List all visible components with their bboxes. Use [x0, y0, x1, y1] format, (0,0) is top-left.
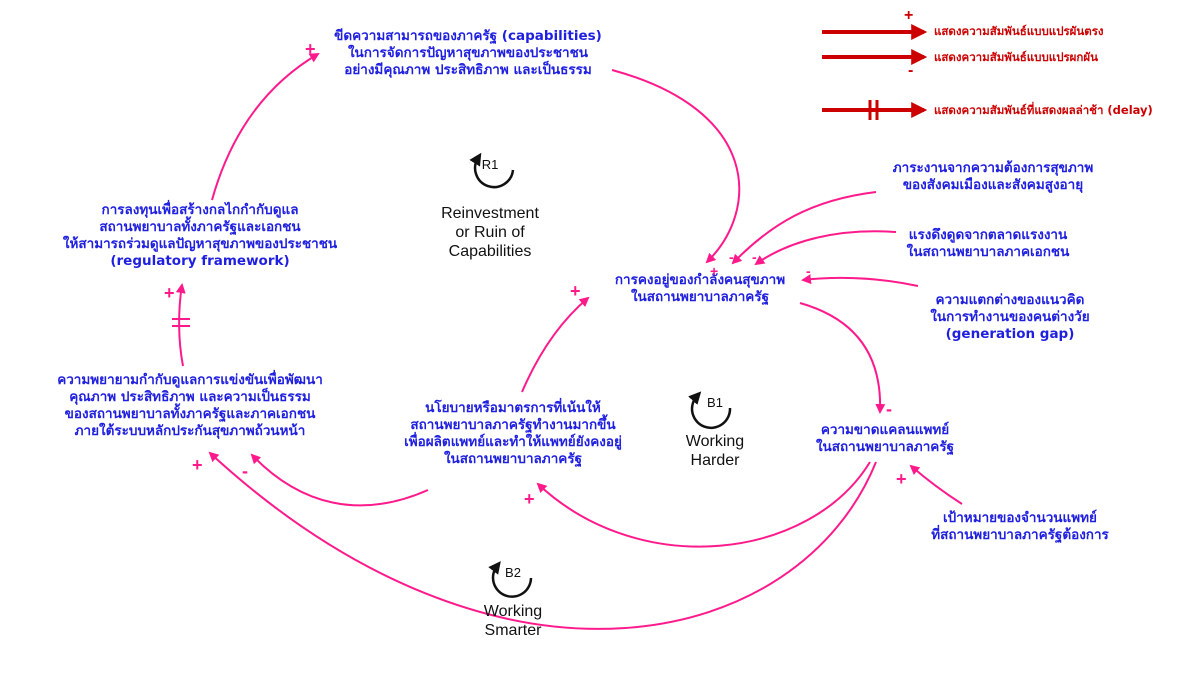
polarity-regulatory-capabilities: + [305, 39, 316, 59]
node-line: เป้าหมายของจำนวนแพทย์ [943, 510, 1097, 526]
node-line: สถานพยาบาลทั้งภาครัฐและเอกชน [99, 219, 301, 235]
link-private-pull-to-retention [754, 230, 897, 266]
legend-positive-label: แสดงความสัมพันธ์แบบแปรผันตรง [934, 24, 1104, 38]
link-target-to-shortage [909, 464, 963, 505]
legend-negative-sign: - [908, 62, 914, 79]
node-line: ความแตกต่างของแนวคิด [935, 292, 1085, 308]
loop-r1-id: R1 [481, 157, 499, 172]
node-line: การลงทุนเพื่อสร้างกลไกกำกับดูแล [101, 202, 299, 218]
legend-negative-label: แสดงความสัมพันธ์แบบแปรผกผัน [934, 50, 1098, 64]
node-line: ภายใต้ระบบหลักประกันสุขภาพถ้วนหน้า [74, 423, 306, 439]
polarity-competition-regulatory: + [164, 283, 175, 303]
node-shortage: ความขาดแคลนแพทย์ ในสถานพยาบาลภาครัฐ [790, 422, 980, 456]
node-workload: ภาระงานจากความต้องการสุขภาพ ของสังคมเมือ… [868, 160, 1118, 194]
polarity-policy-competition: - [242, 461, 248, 481]
link-policy-to-retention [521, 296, 590, 393]
loop-r1-glyph: R1 [467, 144, 513, 190]
node-line: ของสถานพยาบาลทั้งภาครัฐและภาคเอกชน [64, 406, 316, 422]
loop-r1-name: Capabilities [448, 243, 532, 260]
node-line: อย่างมีคุณภาพ ประสิทธิภาพ และเป็นธรรม [344, 62, 592, 78]
link-shortage-to-competition [208, 451, 877, 630]
node-line: แรงดึงดูดจากตลาดแรงงาน [908, 227, 1068, 243]
node-regulatory: การลงทุนเพื่อสร้างกลไกกำกับดูแล สถานพยาบ… [40, 202, 360, 270]
loop-b2-name: Working [483, 603, 543, 620]
node-line: ภาระงานจากความต้องการสุขภาพ [892, 160, 1094, 176]
loop-r1-arrow-icon [469, 152, 515, 189]
node-policy: นโยบายหรือมาตรการที่เน้นให้ สถานพยาบาลภา… [378, 400, 648, 468]
loop-b2-glyph: B2 [490, 552, 536, 598]
node-line: ในสถานพยาบาลภาครัฐ [815, 439, 955, 455]
polarity-private-pull-retention: - [752, 249, 757, 265]
link-shortage-to-policy [536, 461, 871, 548]
link-policy-to-competition [250, 453, 429, 507]
legend-delay-label: แสดงความสัมพันธ์ที่แสดงผลล่าช้า (delay) [934, 103, 1153, 117]
node-line: ในการทำงานของคนต่างวัย [930, 309, 1090, 325]
polarity-target-shortage: + [896, 469, 907, 489]
link-generation-gap-to-retention [801, 274, 919, 287]
node-line: ในสถานพยาบาลภาครัฐ [443, 451, 583, 467]
node-competition: ความพยายามกำกับดูแลการแข่งขันเพื่อพัฒนา … [30, 372, 350, 440]
node-line: ความขาดแคลนแพทย์ [820, 422, 950, 438]
polarity-generation-gap-retention: - [806, 263, 811, 279]
node-generation-gap: ความแตกต่างของแนวคิด ในการทำงานของคนต่าง… [910, 292, 1110, 343]
loop-r1-name: Reinvestment [441, 205, 539, 222]
loop-b1-arrow-icon [688, 391, 732, 430]
loop-r1: R1 Reinvestment or Ruin of Capabilities [420, 144, 560, 261]
loop-b2-id: B2 [505, 565, 521, 580]
loop-b2-name: Smarter [484, 622, 542, 639]
legend-arrows [822, 24, 928, 120]
loop-b1-name: Harder [690, 452, 740, 469]
polarity-retention-shortage: - [886, 399, 892, 419]
node-capabilities: ขีดความสามารถของภาครัฐ (capabilities) ใน… [318, 28, 618, 79]
node-line: ในสถานพยาบาลภาครัฐ [630, 289, 770, 305]
link-retention-to-shortage [799, 302, 886, 414]
polarity-workload-retention: - [729, 249, 734, 265]
node-line: ขีดความสามารถของภาครัฐ (capabilities) [334, 28, 602, 44]
polarity-capabilities-retention: + [710, 263, 719, 279]
node-line: คุณภาพ ประสิทธิภาพ และความเป็นธรรม [69, 389, 311, 405]
node-line: การคงอยู่ของกำลังคนสุขภาพ [614, 272, 786, 288]
polarity-shortage-policy: + [524, 489, 535, 509]
node-line: ในสถานพยาบาลภาคเอกชน [906, 244, 1070, 260]
node-target: เป้าหมายของจำนวนแพทย์ ที่สถานพยาบาลภาครั… [910, 510, 1130, 544]
node-line: (generation gap) [945, 326, 1075, 342]
node-private-pull: แรงดึงดูดจากตลาดแรงงาน ในสถานพยาบาลภาคเอ… [888, 227, 1088, 261]
loop-b1-name: Working [685, 433, 745, 450]
loop-b1-id: B1 [707, 395, 723, 410]
polarity-policy-retention: + [570, 281, 581, 301]
node-line: ของสังคมเมืองและสังคมสูงอายุ [902, 177, 1084, 193]
node-retention: การคงอยู่ของกำลังคนสุขภาพ ในสถานพยาบาลภา… [590, 272, 810, 306]
node-line: สถานพยาบาลภาครัฐทำงานมากขึ้น [410, 417, 616, 433]
polarity-shortage-competition: + [192, 455, 203, 475]
link-regulatory-to-capabilities [211, 52, 320, 201]
node-line: เพื่อผลิตแพทย์และทำให้แพทย์ยังคงอยู่ [404, 434, 622, 450]
loop-b1-glyph: B1 [692, 382, 738, 428]
node-line: ความพยายามกำกับดูแลการแข่งขันเพื่อพัฒนา [57, 372, 323, 388]
loop-r1-name: or Ruin of [455, 224, 525, 241]
link-capabilities-to-retention [611, 69, 741, 264]
loop-b2-arrow-icon [488, 561, 533, 598]
loop-b2: B2 Working Smarter [458, 552, 568, 640]
node-line: ในการจัดการปัญหาสุขภาพของประชาชน [347, 45, 589, 61]
loop-b1: B1 Working Harder [660, 382, 770, 470]
node-line: (regulatory framework) [110, 253, 290, 269]
node-line: ที่สถานพยาบาลภาครัฐต้องการ [931, 527, 1109, 543]
node-line: ให้สามารถร่วมดูแลปัญหาสุขภาพของประชาชน [62, 236, 338, 252]
node-line: นโยบายหรือมาตรการที่เน้นให้ [425, 400, 601, 416]
legend-positive-sign: + [904, 7, 914, 24]
link-workload-to-retention [731, 191, 877, 265]
